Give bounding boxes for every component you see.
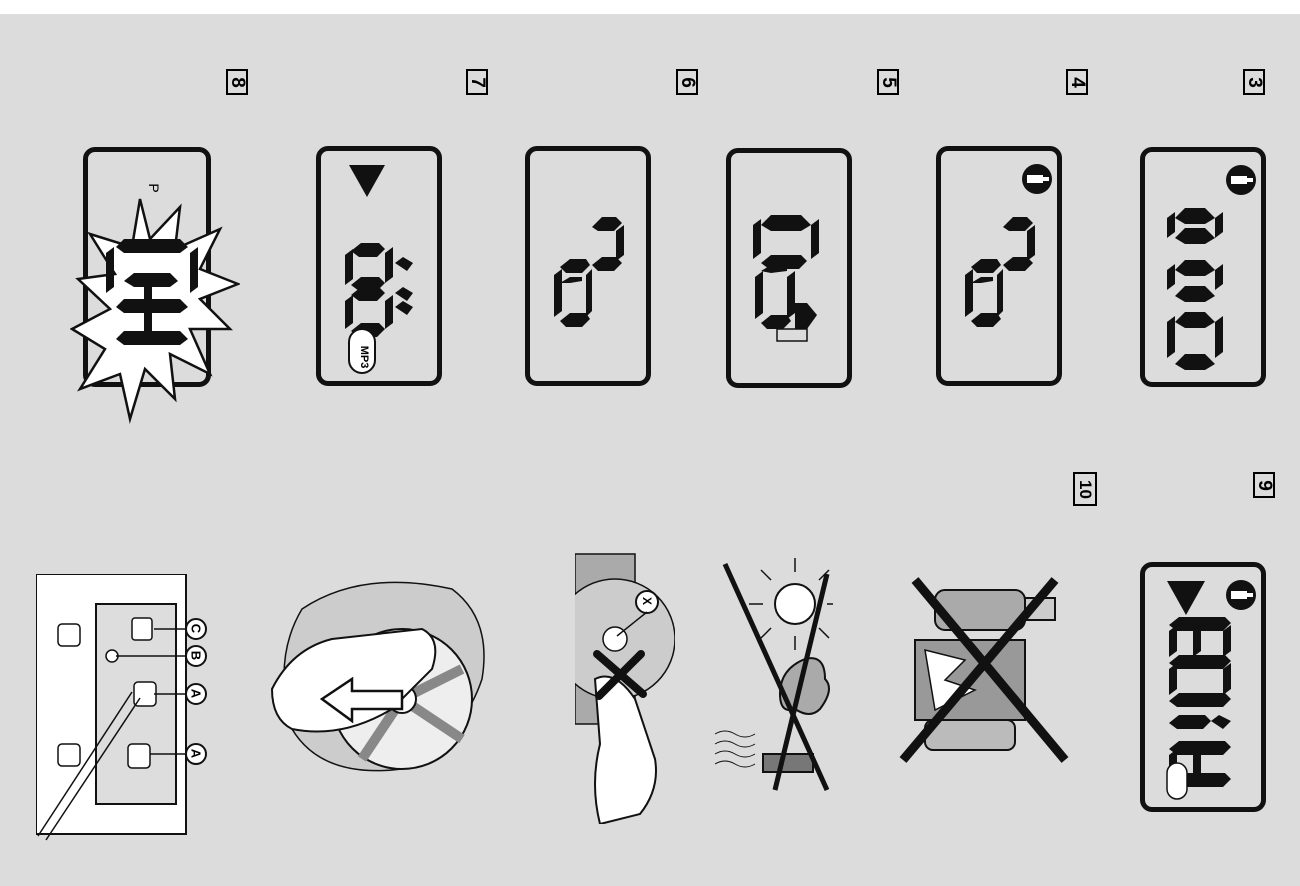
connector-label-a1: A <box>189 687 204 701</box>
step-number-3: 3 <box>1243 69 1265 95</box>
lcd-digits <box>554 217 624 327</box>
lcd-display-step-7: MP3 <box>316 146 442 386</box>
step-number-10: 10 <box>1073 472 1097 506</box>
lcd-display-step-5 <box>726 148 852 388</box>
play-triangle-icon <box>1167 581 1205 615</box>
step-number-8: 8 <box>226 69 248 95</box>
usb-plug-icon <box>1226 165 1256 195</box>
step-number-9: 9 <box>1253 472 1275 498</box>
lcd-digits <box>753 215 819 341</box>
step-number-5: 5 <box>877 69 899 95</box>
lcd-display-step-4 <box>936 146 1062 386</box>
connector-label-a2: A <box>189 747 204 761</box>
connector-label-b: B <box>189 649 204 663</box>
no-solvents-illustration <box>895 570 1075 770</box>
disc-cleaning-illustration <box>262 569 502 789</box>
rear-connectors-illustration <box>36 574 216 844</box>
x-marker-label: X <box>640 594 654 608</box>
lcd-digits <box>1169 617 1231 787</box>
no-heat-illustration <box>705 554 835 794</box>
step-number-6: 6 <box>676 69 698 95</box>
lcd-digits <box>965 217 1035 327</box>
manual-page: 3 4 5 6 7 8 9 10 <box>0 14 1300 886</box>
mp3-badge <box>1167 763 1187 799</box>
starburst-flash-icon <box>70 189 240 429</box>
lcd-display-step-6 <box>525 146 651 386</box>
usb-plug-icon <box>1226 580 1256 610</box>
step-number-7: 7 <box>466 69 488 95</box>
lcd-display-step-9 <box>1140 562 1266 812</box>
step-number-4: 4 <box>1066 69 1088 95</box>
lcd-digits <box>345 243 413 337</box>
connector-label-c: C <box>189 622 204 636</box>
lcd-display-step-3 <box>1140 147 1266 387</box>
mp3-badge-text: MP3 <box>358 337 370 377</box>
disc-handling-illustration <box>575 544 675 824</box>
play-triangle-icon <box>349 165 385 197</box>
lcd-digits <box>1167 208 1223 370</box>
usb-plug-icon <box>1022 164 1052 194</box>
